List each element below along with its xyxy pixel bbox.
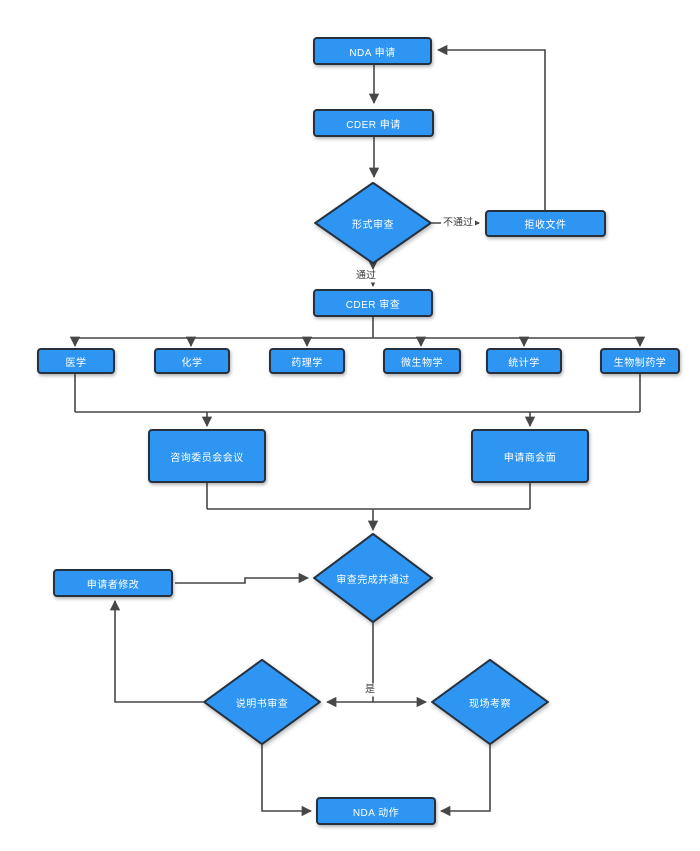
node-applicant-meeting[interactable]: 申请商会面	[471, 429, 589, 483]
node-label: 形式审查	[352, 219, 394, 231]
edge-label-pass: 通过	[354, 269, 378, 283]
node-label-review[interactable]: 说明书审查	[203, 659, 321, 745]
node-nda-action[interactable]: NDA 动作	[316, 797, 436, 825]
node-pharmacology[interactable]: 药理学	[269, 348, 345, 374]
node-site-inspection[interactable]: 现场考察	[431, 659, 549, 745]
diamond-shape	[203, 659, 321, 745]
edge-modification-to-review-complete	[175, 572, 310, 584]
node-chemistry[interactable]: 化学	[154, 348, 230, 374]
edge-label-not-pass: 不通过	[441, 216, 475, 230]
node-label: 微生物学	[401, 357, 443, 369]
node-label: CDER 申请	[346, 119, 401, 131]
node-cder-application[interactable]: CDER 申请	[313, 109, 434, 137]
node-label: NDA 动作	[352, 807, 400, 819]
edge-reject-to-nda-application	[436, 44, 546, 210]
edge-label-yes: 是	[363, 683, 377, 697]
edge-label-review-to-modification	[109, 599, 203, 703]
node-label: 申请者修改	[86, 579, 140, 591]
node-review-complete-passed[interactable]: 审查完成并通过	[313, 533, 433, 623]
node-label: 申请商会面	[503, 452, 557, 464]
node-label: 说明书审查	[235, 698, 289, 710]
node-medicine[interactable]: 医学	[37, 348, 115, 374]
diamond-shape	[314, 182, 432, 264]
node-label: CDER 审查	[345, 299, 401, 311]
node-cder-review[interactable]: CDER 审查	[313, 289, 433, 317]
node-biopharmaceutics[interactable]: 生物制药学	[600, 348, 680, 374]
node-label: 生物制药学	[613, 357, 667, 369]
node-label: 医学	[65, 357, 87, 369]
node-label: 药理学	[291, 357, 323, 369]
node-label: 拒收文件	[524, 220, 567, 231]
diamond-shape	[431, 659, 549, 745]
node-applicant-modification[interactable]: 申请者修改	[53, 569, 173, 597]
node-label: 统计学	[508, 357, 540, 369]
node-nda-application[interactable]: NDA 申请	[313, 37, 432, 65]
node-statistics[interactable]: 统计学	[486, 348, 562, 374]
node-reject-document[interactable]: 拒收文件	[485, 210, 606, 237]
node-label: NDA 申请	[349, 47, 396, 59]
node-advisory-committee-meeting[interactable]: 咨询委员会会议	[148, 429, 266, 483]
node-label: 化学	[181, 357, 203, 369]
diamond-shape	[313, 533, 433, 623]
node-label: 审查完成并通过	[336, 574, 410, 586]
node-microbiology[interactable]: 微生物学	[383, 348, 461, 374]
node-label: 现场考察	[469, 698, 511, 710]
node-formal-review[interactable]: 形式审查	[314, 182, 432, 264]
node-label: 咨询委员会会议	[170, 452, 244, 464]
edge-label-review-to-nda-action	[261, 745, 313, 817]
edge-site-inspection-to-nda-action	[439, 745, 491, 817]
